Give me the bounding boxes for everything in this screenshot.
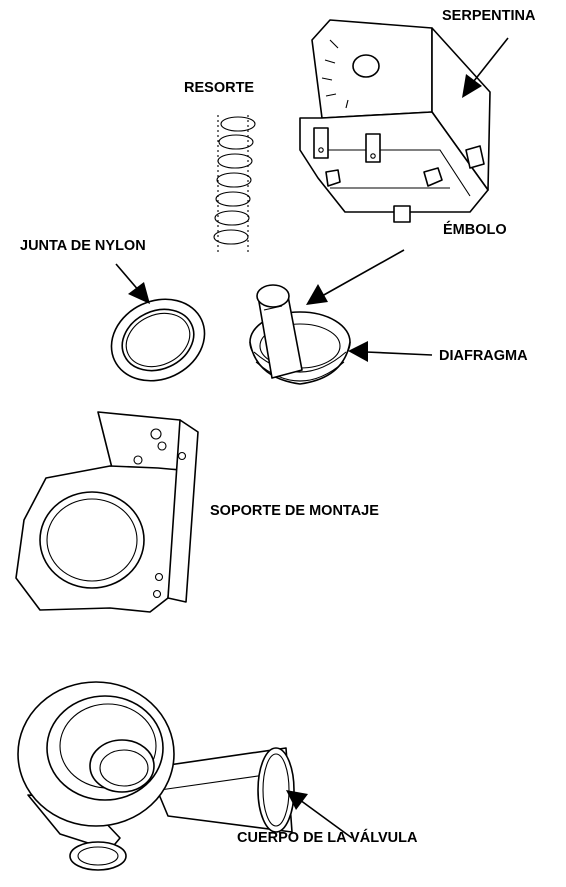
leader-serpentina: [462, 37, 509, 98]
leader-cuerpo: [286, 790, 353, 839]
embolo-part: [256, 284, 303, 379]
label-serpentina: SERPENTINA: [442, 8, 536, 24]
label-cuerpo: CUERPO DE LA VÁLVULA: [237, 830, 418, 846]
serpentina-part: [299, 19, 491, 223]
resorte-part: [213, 115, 256, 255]
leader-junta: [115, 263, 150, 304]
leader-diafragma: [348, 341, 433, 362]
label-resorte: RESORTE: [184, 80, 255, 96]
label-embolo: ÉMBOLO: [443, 222, 507, 238]
label-soporte: SOPORTE DE MONTAJE: [210, 503, 379, 519]
label-junta: JUNTA DE NYLON: [20, 238, 146, 254]
soporte-part: [15, 411, 199, 613]
cuerpo-part: [17, 681, 295, 871]
label-diafragma: DIAFRAGMA: [439, 348, 528, 364]
junta-part: [110, 298, 206, 382]
leader-embolo: [306, 249, 405, 305]
